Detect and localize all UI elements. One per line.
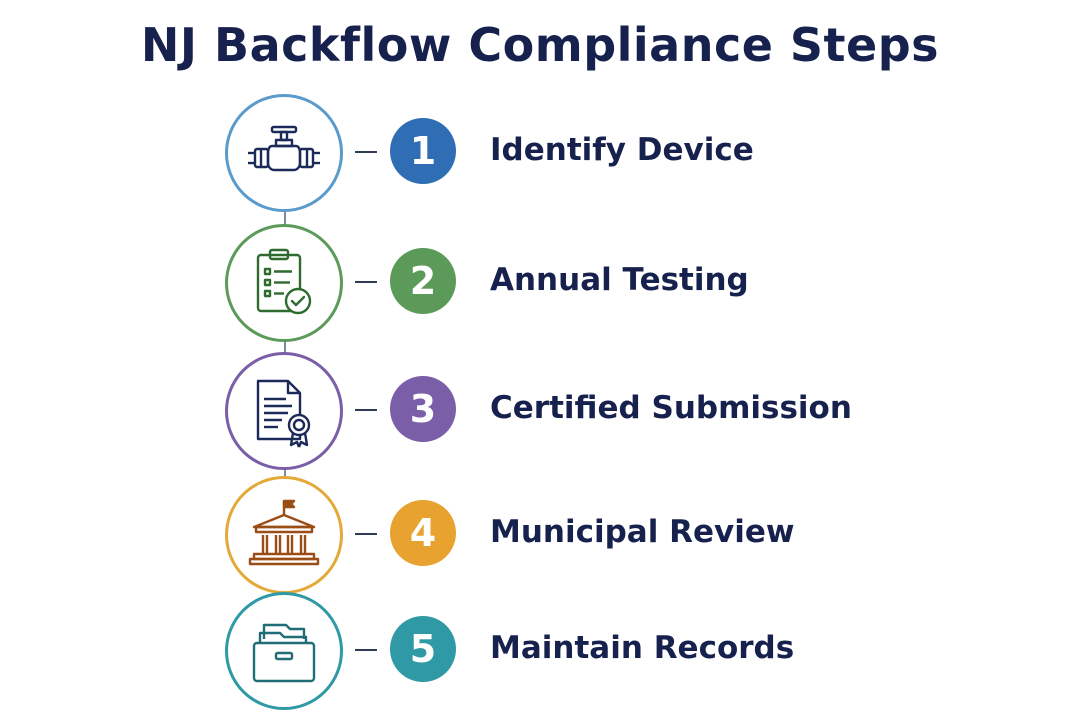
connector-dash (355, 649, 377, 651)
step-3: 3 Certified Submission (0, 352, 1080, 472)
step-number-badge: 3 (390, 376, 456, 442)
government-building-icon (248, 499, 320, 566)
icon-ring (225, 476, 343, 594)
valve-icon (248, 125, 320, 172)
icon-ring (225, 352, 343, 470)
step-1: 1 Identify Device (0, 94, 1080, 214)
connector-line (284, 336, 286, 356)
step-number-badge: 2 (390, 248, 456, 314)
icon-ring (225, 224, 343, 342)
connector-dash (355, 409, 377, 411)
step-number-badge: 5 (390, 616, 456, 682)
step-2: 2 Annual Testing (0, 224, 1080, 344)
connector-dash (355, 533, 377, 535)
step-number-badge: 1 (390, 118, 456, 184)
step-label: Identify Device (490, 132, 754, 168)
connector-line (284, 464, 286, 484)
file-cabinet-icon (252, 623, 316, 683)
clipboard-check-icon (256, 248, 312, 315)
step-number-badge: 4 (390, 500, 456, 566)
step-label: Annual Testing (490, 262, 749, 298)
certificate-document-icon (256, 379, 311, 448)
connector-dash (355, 151, 377, 153)
step-5: 5 Maintain Records (0, 592, 1080, 712)
step-label: Maintain Records (490, 630, 795, 666)
step-label: Municipal Review (490, 514, 795, 550)
icon-ring (225, 592, 343, 710)
step-4: 4 Municipal Review (0, 476, 1080, 596)
step-label: Certified Submission (490, 390, 852, 426)
connector-line (284, 208, 286, 228)
connector-dash (355, 281, 377, 283)
page-title: NJ Backflow Compliance Steps (140, 18, 940, 72)
icon-ring (225, 94, 343, 212)
